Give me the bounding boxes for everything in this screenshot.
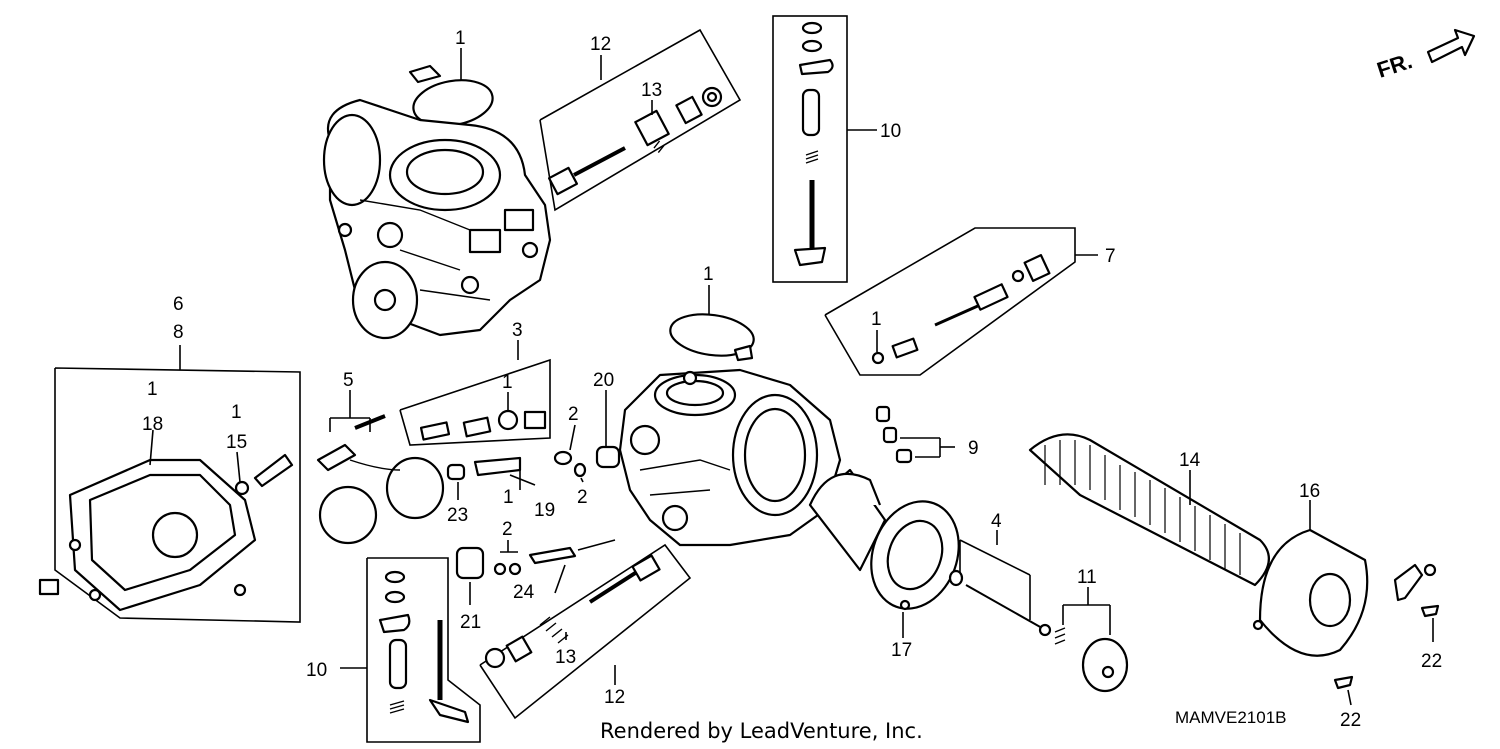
callout-16: 16	[1299, 481, 1320, 502]
diagram-code: MAMVE2101B	[1175, 708, 1287, 727]
callout-1: 1	[871, 309, 882, 330]
lower-carburetor-body	[618, 313, 842, 547]
callout-22: 22	[1421, 651, 1442, 672]
part-group-5-diaphragm	[316, 414, 445, 545]
callout-10: 10	[306, 660, 327, 681]
callout-2: 2	[568, 404, 579, 425]
callout-1: 1	[703, 264, 714, 285]
part-group-3	[399, 358, 551, 446]
bracket-part	[1333, 563, 1440, 690]
callout-4: 4	[991, 511, 1002, 532]
part-group-12-lower	[479, 543, 692, 720]
callout-17: 17	[891, 640, 912, 661]
callout-22: 22	[1340, 710, 1361, 731]
part-group-10-upper	[772, 15, 848, 283]
part-16-cover	[1252, 528, 1369, 657]
callout-9: 9	[968, 438, 979, 459]
small-parts-center	[446, 445, 621, 580]
callout-11: 11	[1077, 567, 1097, 588]
part-group-7	[824, 227, 1076, 376]
upper-carburetor-body	[322, 64, 552, 340]
part-group-11	[1054, 604, 1129, 693]
direction-label: FR.	[1374, 48, 1415, 83]
callout-20: 20	[593, 370, 614, 391]
callout-7: 7	[1105, 246, 1116, 267]
part-group-10-lower	[366, 557, 481, 743]
funnel-part-17	[808, 468, 960, 611]
spring-icon	[634, 109, 670, 154]
callout-1: 1	[503, 487, 514, 508]
callout-labels: 1 12 13 10 7 1 1 6 8 1 18 1 15 5 3 1 2 2…	[142, 28, 1442, 731]
front-direction-arrow-icon: FR.	[1374, 28, 1476, 83]
callout-5: 5	[343, 370, 354, 391]
callout-23: 23	[447, 505, 468, 526]
credit-text: Rendered by LeadVenture, Inc.	[600, 719, 923, 743]
callout-15: 15	[226, 432, 247, 453]
callout-21: 21	[460, 612, 481, 633]
part-group-9	[875, 405, 941, 464]
callout-19: 19	[534, 500, 555, 521]
callout-3: 3	[512, 320, 523, 341]
callout-10: 10	[880, 121, 901, 142]
callout-1: 1	[147, 379, 158, 400]
part-group-6-8-cover	[38, 367, 301, 623]
callout-12: 12	[604, 687, 625, 708]
part-group-12-upper	[539, 28, 742, 212]
leader-lines	[149, 48, 1434, 706]
callout-1: 1	[455, 28, 466, 49]
callout-13: 13	[641, 80, 662, 101]
callout-18: 18	[142, 414, 163, 435]
callout-14: 14	[1179, 450, 1201, 471]
callout-2: 2	[502, 519, 513, 540]
callout-8: 8	[173, 322, 184, 343]
callout-6: 6	[173, 294, 184, 315]
callout-24: 24	[513, 582, 535, 603]
callout-1: 1	[231, 402, 242, 423]
callout-13: 13	[555, 647, 576, 668]
callout-1: 1	[502, 372, 513, 393]
callout-2: 2	[577, 487, 588, 508]
callout-12: 12	[590, 34, 611, 55]
part-group-4	[948, 539, 1052, 637]
part-14-bellows	[1028, 433, 1270, 587]
